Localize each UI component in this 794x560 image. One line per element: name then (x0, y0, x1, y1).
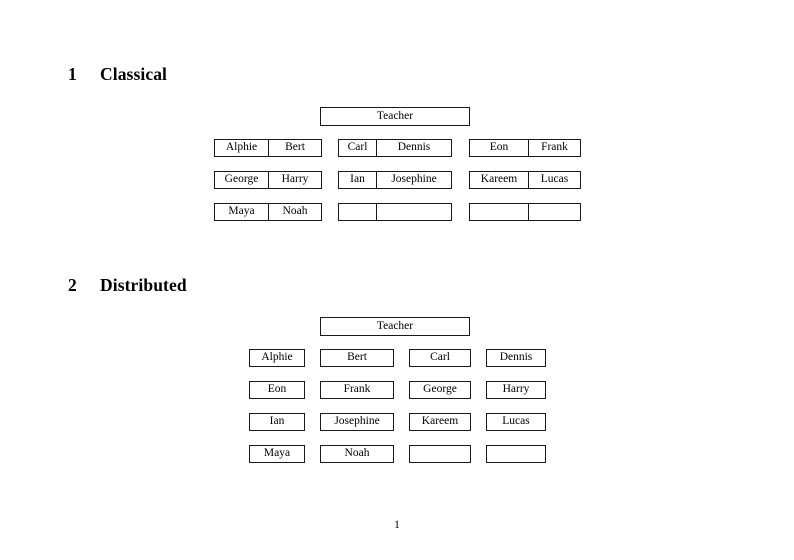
teacher-box-classical: Teacher (320, 107, 470, 126)
distributed-grid: Alphie Bert Carl Dennis Eon Frank George… (249, 349, 546, 463)
student-cell-empty (528, 203, 581, 221)
table-row: Eon Frank George Harry (249, 381, 546, 399)
section-heading-classical: 1 Classical (68, 64, 168, 84)
table-row: Ian Josephine (338, 171, 452, 189)
student-cell: Harry (486, 381, 546, 399)
student-cell: Eon (249, 381, 305, 399)
student-cell: Bert (268, 139, 322, 157)
student-cell: Kareem (409, 413, 471, 431)
teacher-box-distributed: Teacher (320, 317, 470, 336)
section-heading-distributed: 2 Distributed (68, 275, 187, 295)
student-cell: Carl (338, 139, 376, 157)
student-cell: Lucas (486, 413, 546, 431)
student-cell: Ian (249, 413, 305, 431)
student-cell: Harry (268, 171, 322, 189)
page-number: 1 (394, 519, 400, 531)
table-row: Maya Noah (249, 445, 546, 463)
student-cell: Frank (528, 139, 581, 157)
student-cell: Maya (249, 445, 305, 463)
student-cell: Noah (268, 203, 322, 221)
student-cell-empty (376, 203, 452, 221)
table-row: Alphie Bert Carl Dennis (249, 349, 546, 367)
table-row (469, 203, 581, 221)
student-cell-empty (486, 445, 546, 463)
student-cell-empty (338, 203, 376, 221)
student-group-3: Eon Frank Kareem Lucas (469, 139, 581, 221)
student-cell: George (409, 381, 471, 399)
student-cell: Noah (320, 445, 394, 463)
student-cell: Dennis (376, 139, 452, 157)
student-cell: Lucas (528, 171, 581, 189)
section-title: Classical (100, 64, 168, 84)
student-cell-empty (409, 445, 471, 463)
student-cell-empty (469, 203, 528, 221)
table-row: Alphie Bert (214, 139, 322, 157)
student-cell: Frank (320, 381, 394, 399)
section-number: 1 (68, 64, 77, 84)
section-title: Distributed (100, 275, 187, 295)
table-row (338, 203, 452, 221)
student-cell: Kareem (469, 171, 528, 189)
student-cell: Alphie (249, 349, 305, 367)
table-row: Eon Frank (469, 139, 581, 157)
student-cell: George (214, 171, 268, 189)
table-row: Ian Josephine Kareem Lucas (249, 413, 546, 431)
student-cell: Bert (320, 349, 394, 367)
student-cell: Carl (409, 349, 471, 367)
student-cell: Ian (338, 171, 376, 189)
table-row: Maya Noah (214, 203, 322, 221)
student-cell: Dennis (486, 349, 546, 367)
student-cell: Josephine (320, 413, 394, 431)
table-row: Kareem Lucas (469, 171, 581, 189)
student-cell: Eon (469, 139, 528, 157)
table-row: George Harry (214, 171, 322, 189)
student-cell: Maya (214, 203, 268, 221)
student-group-1: Alphie Bert George Harry Maya Noah (214, 139, 322, 221)
student-cell: Josephine (376, 171, 452, 189)
section-number: 2 (68, 275, 77, 295)
student-group-2: Carl Dennis Ian Josephine (338, 139, 452, 221)
student-cell: Alphie (214, 139, 268, 157)
table-row: Carl Dennis (338, 139, 452, 157)
